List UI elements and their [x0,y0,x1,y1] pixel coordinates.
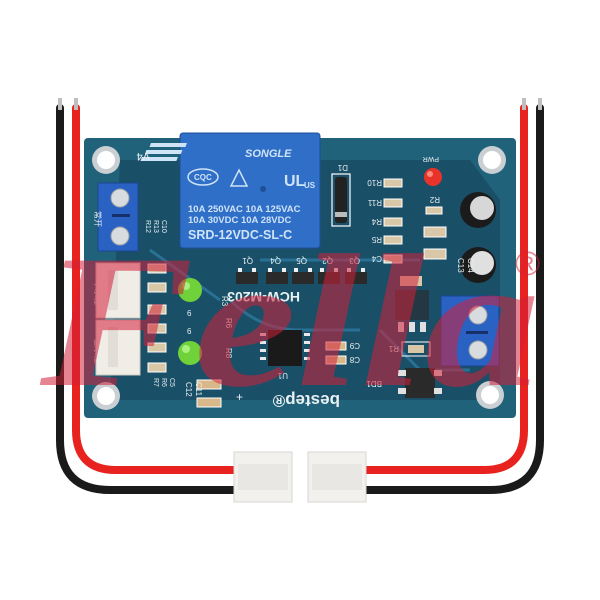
ic-u1 [260,330,310,366]
label-r7: R7 [152,378,159,387]
label-terminal-left: 常开 [93,211,102,227]
label-c12: C12 [184,382,193,397]
label-c8: C8 [349,355,360,364]
label-board-model: HCW-M203 [227,289,300,305]
label-q2: Q2 [322,256,333,265]
label-led-num-a: 6 [187,309,192,318]
label-jst-upper: 下水位 [93,281,103,305]
label-c5: C5 [168,378,175,387]
relay-rating-2: 10A 30VDC 10A 28VDC [188,215,291,226]
label-pwr: PWR [423,155,439,162]
label-q1: Q1 [242,256,253,265]
label-r5: R5 [371,235,382,244]
label-u1: U1 [277,371,288,380]
led-red-power [424,168,442,186]
watermark-registered: ® [515,245,540,283]
relay-model: SRD-12VDC-SL-C [188,228,292,242]
label-r6: R6 [224,318,233,329]
led-green-upper [178,278,202,302]
bridge-rectifier-bd1 [398,368,442,398]
label-q5: Q5 [296,256,307,265]
watermark-text: Fella [39,217,540,427]
voltage-regulator [395,276,429,332]
relay-brand: SONGLE [245,148,292,160]
label-c14: C14 [466,258,475,273]
label-plus: + [236,390,243,404]
silkscreen: V4 HCW-M203 bestep® D1 PWR R10 R11 R4 R5… [93,150,475,410]
label-c11: C11 [194,382,203,397]
jst-plug-right [307,451,367,503]
label-r13: R13 [152,220,159,233]
smd-resistors-right [383,178,447,264]
wire-tips [58,98,542,110]
jst-header-lower [95,319,141,376]
relay-markings: SONGLE CQC UL US 10A 250VAC 10A 125VAC 1… [188,148,316,242]
label-c9: C9 [349,341,360,350]
mount-hole-tl [92,146,120,174]
led-green-lower [178,341,202,365]
relay-mark-us: US [304,181,316,190]
label-jst-lower: 上水位 [93,339,103,363]
label-bd1: BD1 [366,379,382,388]
label-r11: R11 [367,198,382,207]
capacitor-electrolytic-upper [460,192,496,228]
cable-left [56,104,244,494]
mount-hole-tr [478,146,506,174]
label-c10: C10 [160,220,167,233]
relay-rating-1: 10A 250VAC 10A 125VAC [188,204,301,215]
label-q3: Q3 [349,256,360,265]
label-r6b: R6 [160,378,167,387]
smd-r1 [401,341,431,357]
capacitor-electrolytic-lower [460,247,496,283]
smd-c9-c8 [325,341,347,365]
label-r1: R1 [388,344,399,353]
label-r12: R12 [144,220,151,233]
label-r2: R2 [429,195,440,204]
label-r10: R10 [367,178,382,187]
smd-resistors-left [147,263,167,373]
jst-plug-left [233,451,293,503]
mount-hole-bl [92,382,120,410]
relay-mark-ul: UL [284,173,306,190]
relay-mark-cqc: CQC [194,173,212,182]
label-r8: R8 [224,348,233,359]
transistor-row [236,272,367,284]
screw-terminal-right [440,295,500,367]
jst-header-upper [95,262,141,319]
label-c4: C4 [371,254,382,263]
smd-c12-c11 [196,379,222,408]
label-r3: R3 [220,296,229,307]
label-c13: C13 [456,258,465,273]
mount-hole-br [476,381,504,409]
relay [140,132,321,249]
label-brand: bestep® [272,391,340,410]
transistor-pads [238,268,365,272]
watermark: Fella ® [39,217,540,427]
label-q4: Q4 [270,256,281,265]
label-version: V4 [137,150,150,162]
cable-right [356,104,544,494]
label-d1: D1 [337,163,348,172]
screw-terminal-left [97,182,139,252]
label-r4: R4 [371,217,382,226]
diode-d1 [331,173,351,227]
label-led-num-b: 6 [187,327,192,336]
